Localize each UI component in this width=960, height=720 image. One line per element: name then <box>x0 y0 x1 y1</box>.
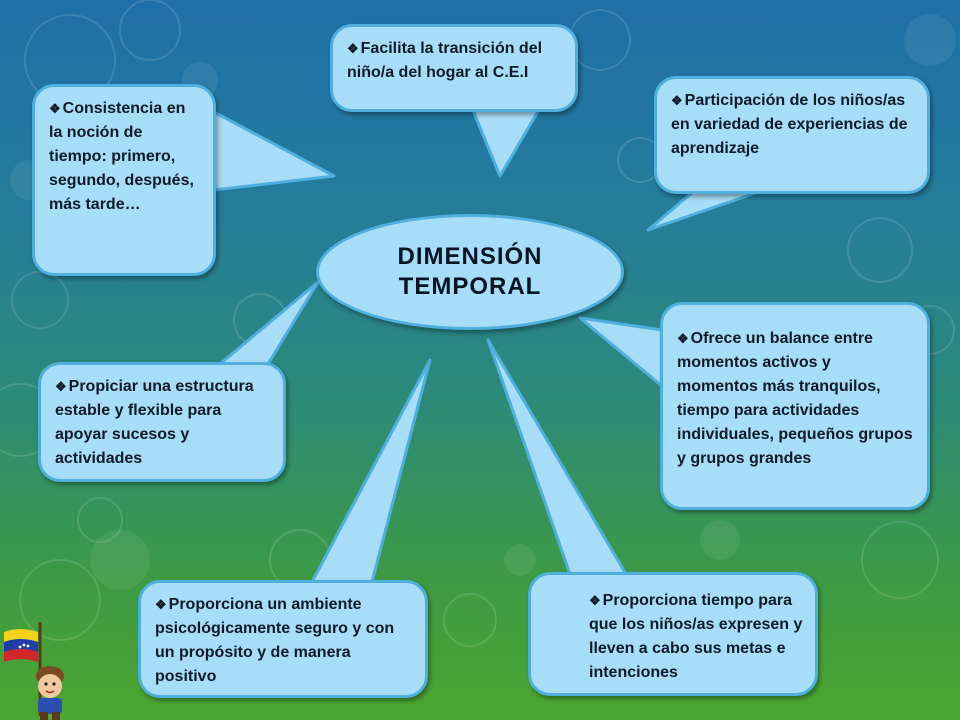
center-title: DIMENSIÓN TEMPORAL <box>397 243 543 300</box>
tail-time-goals <box>486 338 628 576</box>
tail-environment <box>310 358 432 584</box>
diamond-bullet-icon: ❖ <box>155 597 167 612</box>
diamond-bullet-icon: ❖ <box>589 593 601 608</box>
bubble-time-goals-text: Proporciona tiempo para que los niños/as… <box>589 592 803 681</box>
tail-balance <box>578 316 664 388</box>
bubble-transition-text: Facilita la transición del niño/a del ho… <box>347 40 543 81</box>
tail-consistency <box>212 110 336 192</box>
bubble-consistency-text: Consistencia en la noción de tiempo: pri… <box>49 100 194 213</box>
bubble-participation-text: Participación de los niños/as en varieda… <box>671 92 908 157</box>
bubble-time-goals: ❖Proporciona tiempo para que los niños/a… <box>528 572 818 696</box>
bubble-environment-text: Proporciona un ambiente psicológicamente… <box>155 596 395 685</box>
bubble-participation: ❖Participación de los niños/as en varied… <box>654 76 930 194</box>
diamond-bullet-icon: ❖ <box>347 41 359 56</box>
diamond-bullet-icon: ❖ <box>55 379 67 394</box>
diamond-bullet-icon: ❖ <box>677 331 689 346</box>
bubble-balance-text: Ofrece un balance entre momentos activos… <box>677 330 913 467</box>
bubble-structure: ❖Propiciar una estructura estable y flex… <box>38 362 286 482</box>
bubble-structure-text: Propiciar una estructura estable y flexi… <box>55 378 254 467</box>
diamond-bullet-icon: ❖ <box>49 101 61 116</box>
bubble-consistency: ❖Consistencia en la noción de tiempo: pr… <box>32 84 216 276</box>
bubble-balance: ❖Ofrece un balance entre momentos activo… <box>660 302 930 510</box>
center-ellipse: DIMENSIÓN TEMPORAL <box>316 214 624 330</box>
tail-structure <box>218 280 320 366</box>
bubble-transition: ❖Facilita la transición del niño/a del h… <box>330 24 578 112</box>
tail-transition <box>470 106 542 178</box>
venezuela-flag-child-icon <box>4 622 64 720</box>
bubble-environment: ❖Proporciona un ambiente psicológicament… <box>138 580 428 698</box>
diamond-bullet-icon: ❖ <box>671 93 683 108</box>
